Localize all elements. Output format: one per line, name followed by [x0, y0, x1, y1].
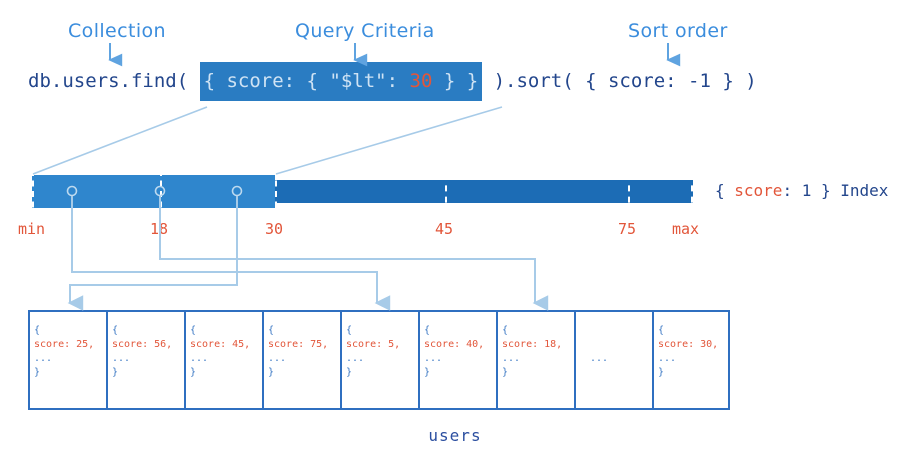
index-label-key: score: [734, 181, 783, 200]
document-brace-close: }: [112, 367, 119, 378]
document-brace-open: {: [268, 325, 275, 336]
document-field: score: 30,: [658, 339, 719, 350]
index-tick-label-min: min: [18, 220, 46, 238]
query-suffix: ).sort( { score: -1 } ): [482, 70, 757, 92]
index-scan-range-bar: [32, 175, 275, 208]
document-box: { score: 18, ... }: [496, 310, 574, 410]
query-criteria-open: { score: { "$lt":: [203, 69, 410, 92]
document-brace-close: }: [502, 367, 509, 378]
document-field: score: 40,: [424, 339, 485, 350]
document-brace-open: {: [190, 325, 197, 336]
document-box: { score: 40, ... }: [418, 310, 496, 410]
document-ellipsis: ...: [268, 353, 287, 364]
document-ellipsis: ...: [502, 353, 521, 364]
index-tick-75: [628, 174, 630, 214]
document-ellipsis: ...: [190, 353, 209, 364]
index-to-document-connector: [67, 196, 238, 311]
document-brace-open: {: [346, 325, 353, 336]
document-ellipsis: ...: [424, 353, 443, 364]
document-field: score: 18,: [502, 339, 563, 350]
document-text: { score: 56, ... }: [112, 324, 182, 380]
document-brace-close: }: [346, 367, 353, 378]
callout-line-right: [275, 106, 503, 175]
document-ellipsis: ...: [658, 353, 677, 364]
document-brace-open: {: [34, 325, 41, 336]
query-prefix: db.users.find(: [28, 70, 200, 92]
document-field: score: 75,: [268, 339, 329, 350]
collection-name-label: users: [428, 426, 482, 445]
index-full-range-bar: [275, 180, 693, 203]
document-brace-close: }: [190, 367, 197, 378]
document-ellipsis: ...: [34, 353, 53, 364]
document-brace-open: {: [112, 325, 119, 336]
document-brace-open: {: [502, 325, 509, 336]
index-tick-label-30: 30: [265, 220, 284, 238]
document-brace-close: }: [34, 367, 41, 378]
callout-line-left: [32, 106, 208, 175]
document-text: { score: 40, ... }: [424, 324, 494, 380]
index-tick-18: [160, 170, 162, 218]
document-text: { score: 5, ... }: [346, 324, 416, 380]
document-box: { score: 30, ... }: [652, 310, 730, 410]
document-brace-open: {: [424, 325, 431, 336]
document-field: score: 56,: [112, 339, 173, 350]
document-text: { score: 25, ... }: [34, 324, 104, 380]
index-name-label: { score: 1 } Index: [715, 181, 888, 200]
query-statement: db.users.find( { score: { "$lt": 30 } } …: [28, 61, 757, 101]
index-tick-min: [32, 170, 34, 218]
document-brace-open: {: [658, 325, 665, 336]
index-tick-max: [691, 174, 693, 214]
annotation-label-sort-order: Sort order: [628, 20, 728, 42]
document-text: { score: 75, ... }: [268, 324, 338, 380]
collection-documents: { score: 25, ... } { score: 56, ... } { …: [28, 310, 730, 410]
index-tick-30: [275, 170, 277, 218]
document-ellipsis: ...: [590, 353, 609, 364]
index-tick-label-18: 18: [150, 220, 169, 238]
document-box: { score: 56, ... }: [106, 310, 184, 410]
document-field: score: 5,: [346, 339, 401, 350]
index-tick-45: [445, 174, 447, 214]
document-text: { score: 45, ... }: [190, 324, 260, 380]
query-criteria-highlight: { score: { "$lt": 30 } }: [199, 61, 483, 101]
document-box-ellipsis: ...: [574, 310, 652, 410]
index-tick-label-max: max: [672, 220, 700, 238]
document-brace-close: }: [424, 367, 431, 378]
index-tick-label-45: 45: [435, 220, 454, 238]
document-brace-close: }: [658, 367, 665, 378]
document-box: { score: 25, ... }: [28, 310, 106, 410]
document-text: ...: [590, 352, 650, 366]
document-brace-close: }: [268, 367, 275, 378]
document-field: score: 25,: [34, 339, 95, 350]
index-label-open: {: [715, 181, 735, 200]
document-box: { score: 45, ... }: [184, 310, 262, 410]
index-label-rest: : 1 } Index: [782, 181, 889, 200]
document-box: { score: 75, ... }: [262, 310, 340, 410]
document-box: { score: 5, ... }: [340, 310, 418, 410]
query-criteria-value: 30: [409, 69, 433, 92]
document-text: { score: 18, ... }: [502, 324, 572, 380]
annotation-label-query-criteria: Query Criteria: [295, 20, 435, 42]
document-text: { score: 30, ... }: [658, 324, 726, 380]
index-to-document-connector: [159, 196, 549, 311]
query-criteria-close: } }: [432, 69, 479, 92]
document-ellipsis: ...: [346, 353, 365, 364]
document-field: score: 45,: [190, 339, 251, 350]
annotation-label-collection: Collection: [68, 20, 166, 42]
index-tick-label-75: 75: [618, 220, 637, 238]
index-to-document-connector: [71, 196, 391, 311]
document-ellipsis: ...: [112, 353, 131, 364]
